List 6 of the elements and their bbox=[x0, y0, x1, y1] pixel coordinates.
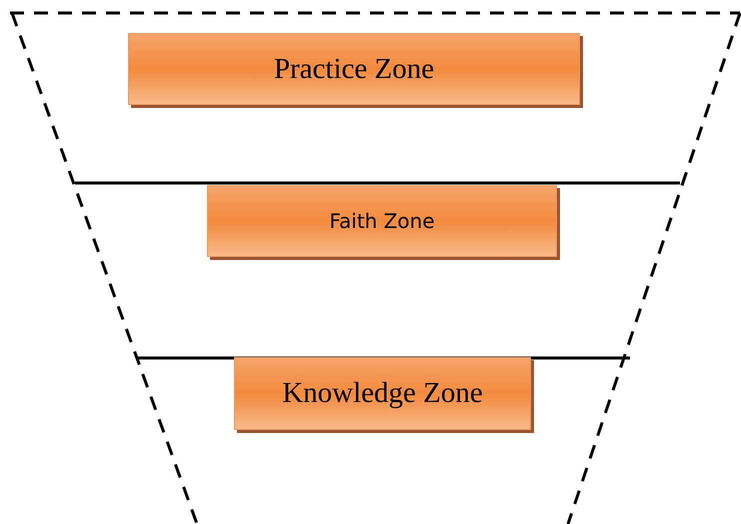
zone-box bbox=[234, 357, 531, 430]
zone-label: Practice Zone bbox=[274, 52, 434, 86]
zone-label: Faith Zone bbox=[329, 209, 435, 233]
zone-box bbox=[207, 185, 557, 257]
zone-label: Knowledge Zone bbox=[282, 377, 483, 410]
zone-box bbox=[128, 33, 580, 105]
